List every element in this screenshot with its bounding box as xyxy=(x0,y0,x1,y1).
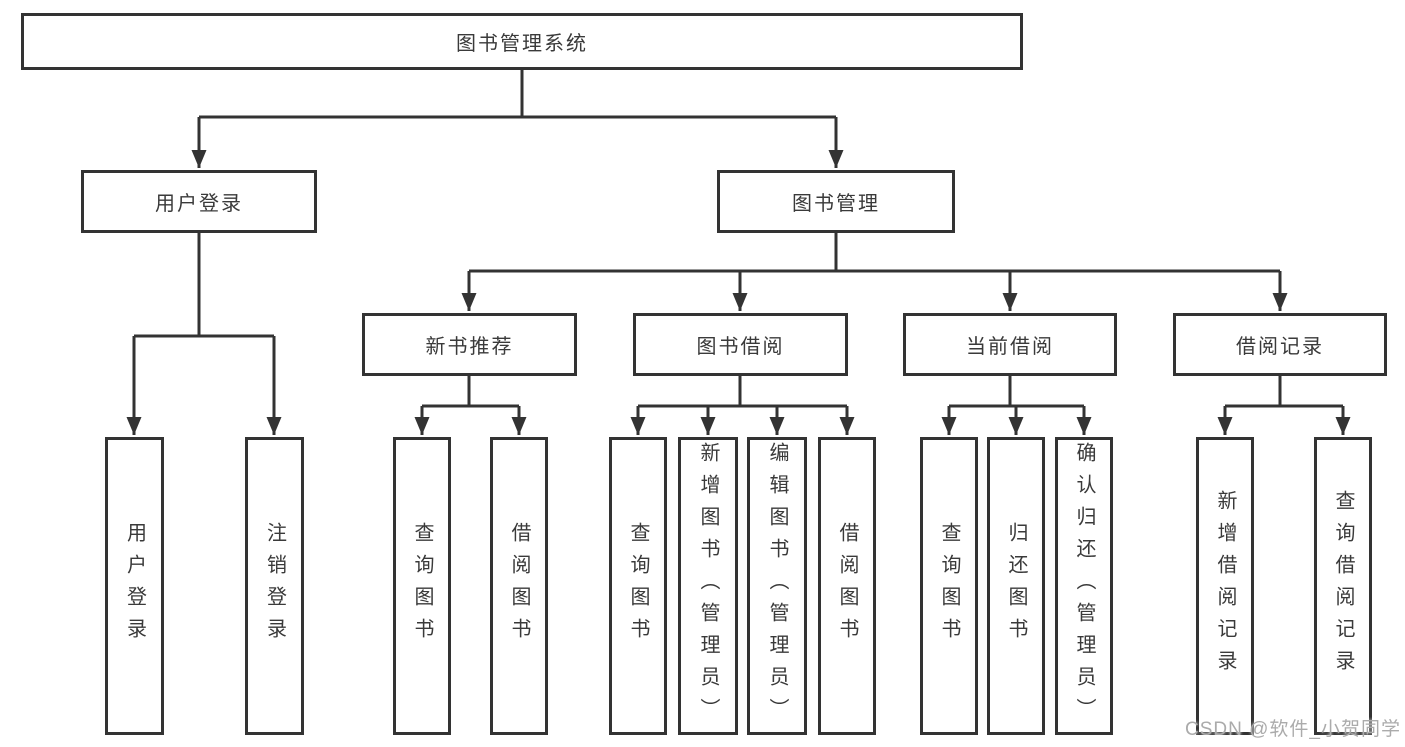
node-label: 新增借阅记录 xyxy=(1214,490,1236,682)
leaf-borrow-books-borrowing: 借阅图书 xyxy=(818,437,876,735)
node-borrowing-records: 借阅记录 xyxy=(1173,313,1387,376)
node-new-book-recommendation: 新书推荐 xyxy=(362,313,577,376)
leaf-query-books-borrowing: 查询图书 xyxy=(609,437,667,735)
node-label: 注销登录 xyxy=(263,522,286,650)
leaf-logout-login: 注销登录 xyxy=(245,437,304,735)
leaf-query-books-current: 查询图书 xyxy=(920,437,978,735)
node-label: 确认归还（管理员） xyxy=(1073,442,1095,730)
node-label: 图书借阅 xyxy=(696,336,785,358)
node-label: 查询图书 xyxy=(627,522,649,650)
csdn-watermark: CSDN @软件_小贺同学 xyxy=(1185,719,1401,740)
node-library-management-system: 图书管理系统 xyxy=(21,13,1023,70)
node-label: 查询图书 xyxy=(938,522,960,650)
leaf-borrow-books-recommendation: 借阅图书 xyxy=(490,437,548,735)
node-label: 借阅图书 xyxy=(508,522,530,650)
leaf-add-borrow-record: 新增借阅记录 xyxy=(1196,437,1254,735)
node-label: 查询图书 xyxy=(411,522,433,650)
node-label: 查询借阅记录 xyxy=(1332,490,1354,682)
node-user-login: 用户登录 xyxy=(81,170,317,233)
node-label: 新书推荐 xyxy=(425,336,514,358)
leaf-query-books-recommendation: 查询图书 xyxy=(393,437,451,735)
leaf-edit-books-admin: 编辑图书（管理员） xyxy=(747,437,807,735)
leaf-return-books: 归还图书 xyxy=(987,437,1045,735)
node-label: 归还图书 xyxy=(1005,522,1027,650)
node-label: 借阅记录 xyxy=(1236,336,1324,358)
leaf-user-login: 用户登录 xyxy=(105,437,164,735)
leaf-confirm-return-admin: 确认归还（管理员） xyxy=(1055,437,1113,735)
node-label: 编辑图书（管理员） xyxy=(766,442,788,730)
node-label: 新增图书（管理员） xyxy=(697,442,719,730)
node-book-management: 图书管理 xyxy=(717,170,955,233)
node-label: 用户登录 xyxy=(123,522,146,650)
node-label: 图书管理系统 xyxy=(456,33,588,55)
node-current-borrowing: 当前借阅 xyxy=(903,313,1117,376)
node-book-borrowing: 图书借阅 xyxy=(633,313,848,376)
node-label: 用户登录 xyxy=(155,193,243,215)
leaf-query-borrow-record: 查询借阅记录 xyxy=(1314,437,1372,735)
node-label: 图书管理 xyxy=(792,193,880,215)
node-label: 借阅图书 xyxy=(836,522,858,650)
leaf-add-books-admin: 新增图书（管理员） xyxy=(678,437,738,735)
node-label: 当前借阅 xyxy=(966,336,1054,358)
